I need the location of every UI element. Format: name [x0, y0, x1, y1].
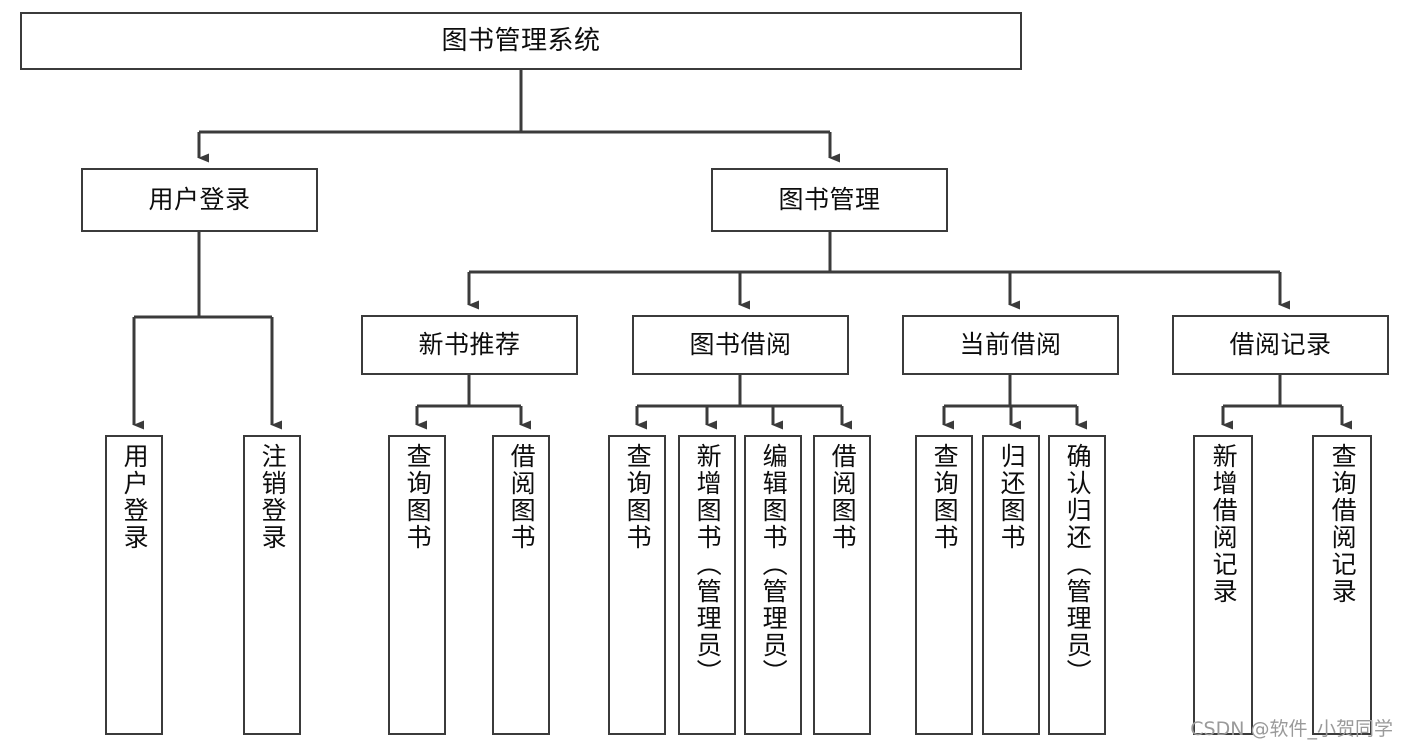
node-leaf-borrow-book-2[interactable]: 借阅图书 — [813, 435, 871, 735]
node-label: 图书管理 — [778, 185, 881, 215]
node-label: 借阅图书 — [507, 443, 537, 551]
node-label: 新书推荐 — [418, 330, 521, 360]
node-root-book-management-system[interactable]: 图书管理系统 — [20, 12, 1022, 70]
node-leaf-add-book-admin[interactable]: 新增图书（管理员） — [678, 435, 736, 735]
node-label: 归还图书 — [997, 443, 1027, 551]
node-leaf-user-login[interactable]: 用户登录 — [105, 435, 163, 735]
node-leaf-query-book-2[interactable]: 查询图书 — [608, 435, 666, 735]
node-label: 用户登录 — [120, 443, 150, 551]
node-label: 编辑图书（管理员） — [759, 443, 789, 686]
node-leaf-query-book-1[interactable]: 查询图书 — [388, 435, 446, 735]
node-book-management[interactable]: 图书管理 — [711, 168, 948, 232]
node-label: 用户登录 — [148, 185, 251, 215]
node-label: 借阅记录 — [1229, 330, 1332, 360]
node-label: 新增借阅记录 — [1209, 443, 1239, 605]
node-new-book-recommend[interactable]: 新书推荐 — [361, 315, 578, 375]
node-leaf-return-book[interactable]: 归还图书 — [982, 435, 1040, 735]
node-user-login[interactable]: 用户登录 — [81, 168, 318, 232]
node-label: 借阅图书 — [828, 443, 858, 551]
node-leaf-confirm-return-admin[interactable]: 确认归还（管理员） — [1048, 435, 1106, 735]
node-leaf-add-borrow-record[interactable]: 新增借阅记录 — [1193, 435, 1253, 735]
node-leaf-borrow-book-1[interactable]: 借阅图书 — [492, 435, 550, 735]
csdn-watermark: CSDN @软件_小贺同学 — [1190, 718, 1393, 740]
node-label: 图书借阅 — [689, 330, 792, 360]
node-label: 新增图书（管理员） — [693, 443, 723, 686]
node-book-borrow[interactable]: 图书借阅 — [632, 315, 849, 375]
node-label: 查询图书 — [403, 443, 433, 551]
node-label: 查询图书 — [623, 443, 653, 551]
node-label: 当前借阅 — [959, 330, 1062, 360]
node-label: 查询借阅记录 — [1328, 443, 1358, 605]
node-leaf-query-book-3[interactable]: 查询图书 — [915, 435, 973, 735]
node-leaf-logout-login[interactable]: 注销登录 — [243, 435, 301, 735]
node-borrow-record[interactable]: 借阅记录 — [1172, 315, 1389, 375]
node-label: 确认归还（管理员） — [1063, 443, 1093, 686]
node-current-borrow[interactable]: 当前借阅 — [902, 315, 1119, 375]
node-label: 图书管理系统 — [441, 25, 601, 56]
node-leaf-edit-book-admin[interactable]: 编辑图书（管理员） — [744, 435, 802, 735]
node-label: 注销登录 — [258, 443, 288, 551]
node-label: 查询图书 — [930, 443, 960, 551]
node-leaf-query-borrow-record[interactable]: 查询借阅记录 — [1312, 435, 1372, 735]
